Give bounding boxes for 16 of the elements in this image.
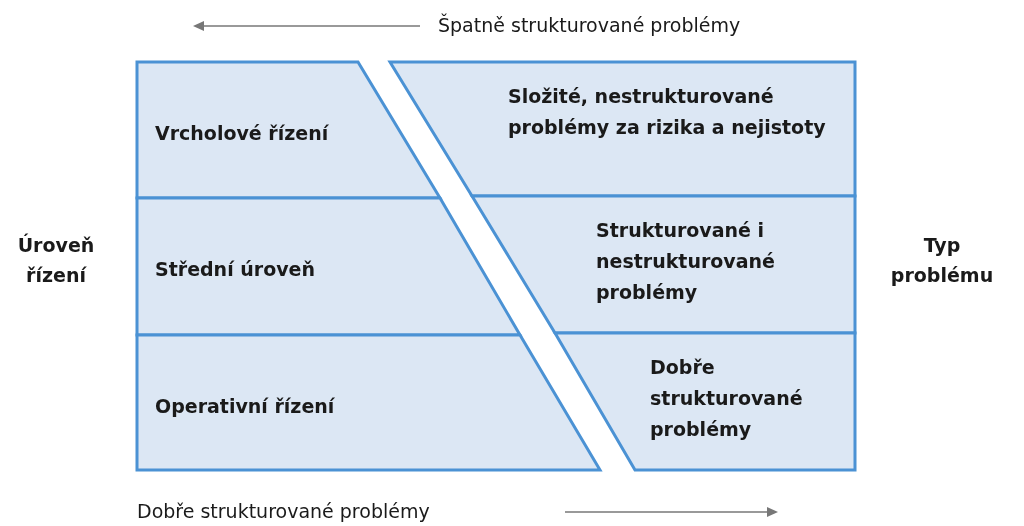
trapezoid-panel xyxy=(137,62,440,198)
panel-text: Dobře strukturované problémy xyxy=(650,355,804,442)
panel-text: Složité, nestrukturované problémy za rizika a nejistoty xyxy=(508,84,827,140)
panel-text: Operativní řízení xyxy=(155,394,336,419)
axis-caption: Dobře strukturované problémy xyxy=(137,500,430,522)
trapezoid-panel xyxy=(137,335,600,470)
panel-text: Střední úroveň xyxy=(155,257,317,282)
trapezoid-panel xyxy=(137,198,520,335)
panel-text: Strukturované i nestrukturované problémy xyxy=(596,218,776,305)
trapezoid-panel xyxy=(472,196,855,333)
panel-text: Vrcholové řízení xyxy=(155,121,330,146)
axis-title: Typ problému xyxy=(889,233,995,288)
trapezoid-panel xyxy=(555,333,855,470)
axis-title: Úroveň řízení xyxy=(16,232,96,288)
axis-caption: Špatně strukturované problémy xyxy=(438,14,741,36)
trapezoid-panel xyxy=(390,62,855,196)
